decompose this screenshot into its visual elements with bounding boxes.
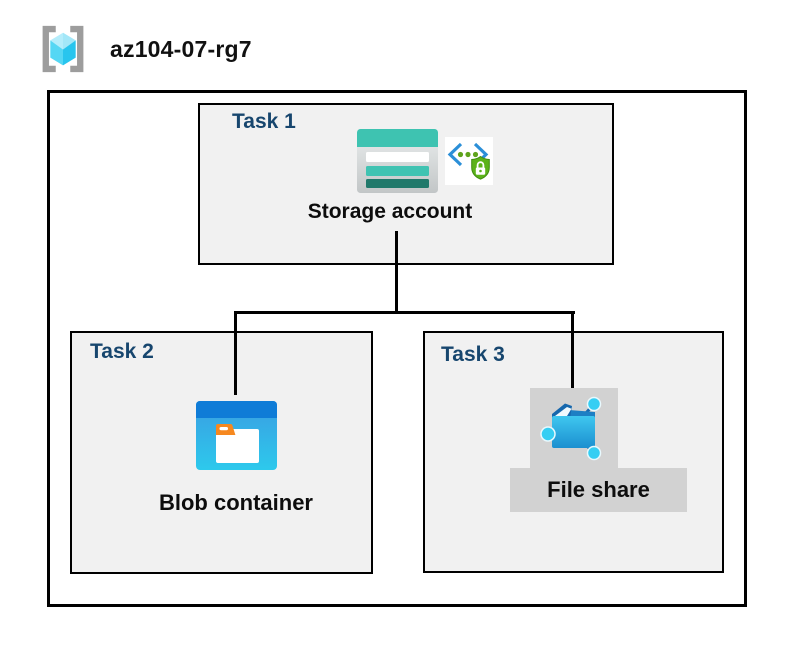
connector-to-file-share (571, 311, 574, 390)
task2-label: Task 2 (90, 340, 154, 363)
storage-account-icon (357, 129, 438, 193)
blob-container-icon (196, 401, 277, 470)
task1-label: Task 1 (232, 110, 296, 133)
connector-storage-stem (395, 231, 398, 313)
file-share-label-background (510, 468, 687, 512)
task3-label: Task 3 (441, 343, 505, 366)
file-share-icon (540, 396, 602, 461)
resource-group-header: az104-07-rg7 (0, 0, 788, 90)
resource-group-name: az104-07-rg7 (110, 36, 252, 62)
storage-account-label: Storage account (307, 200, 473, 223)
secure-access-icon (445, 137, 493, 185)
connector-to-blob-container (234, 311, 237, 395)
connector-branch-horizontal (234, 311, 575, 314)
file-share-label: File share (547, 477, 650, 502)
resource-group-icon (42, 25, 84, 73)
blob-container-label: Blob container (158, 490, 313, 515)
